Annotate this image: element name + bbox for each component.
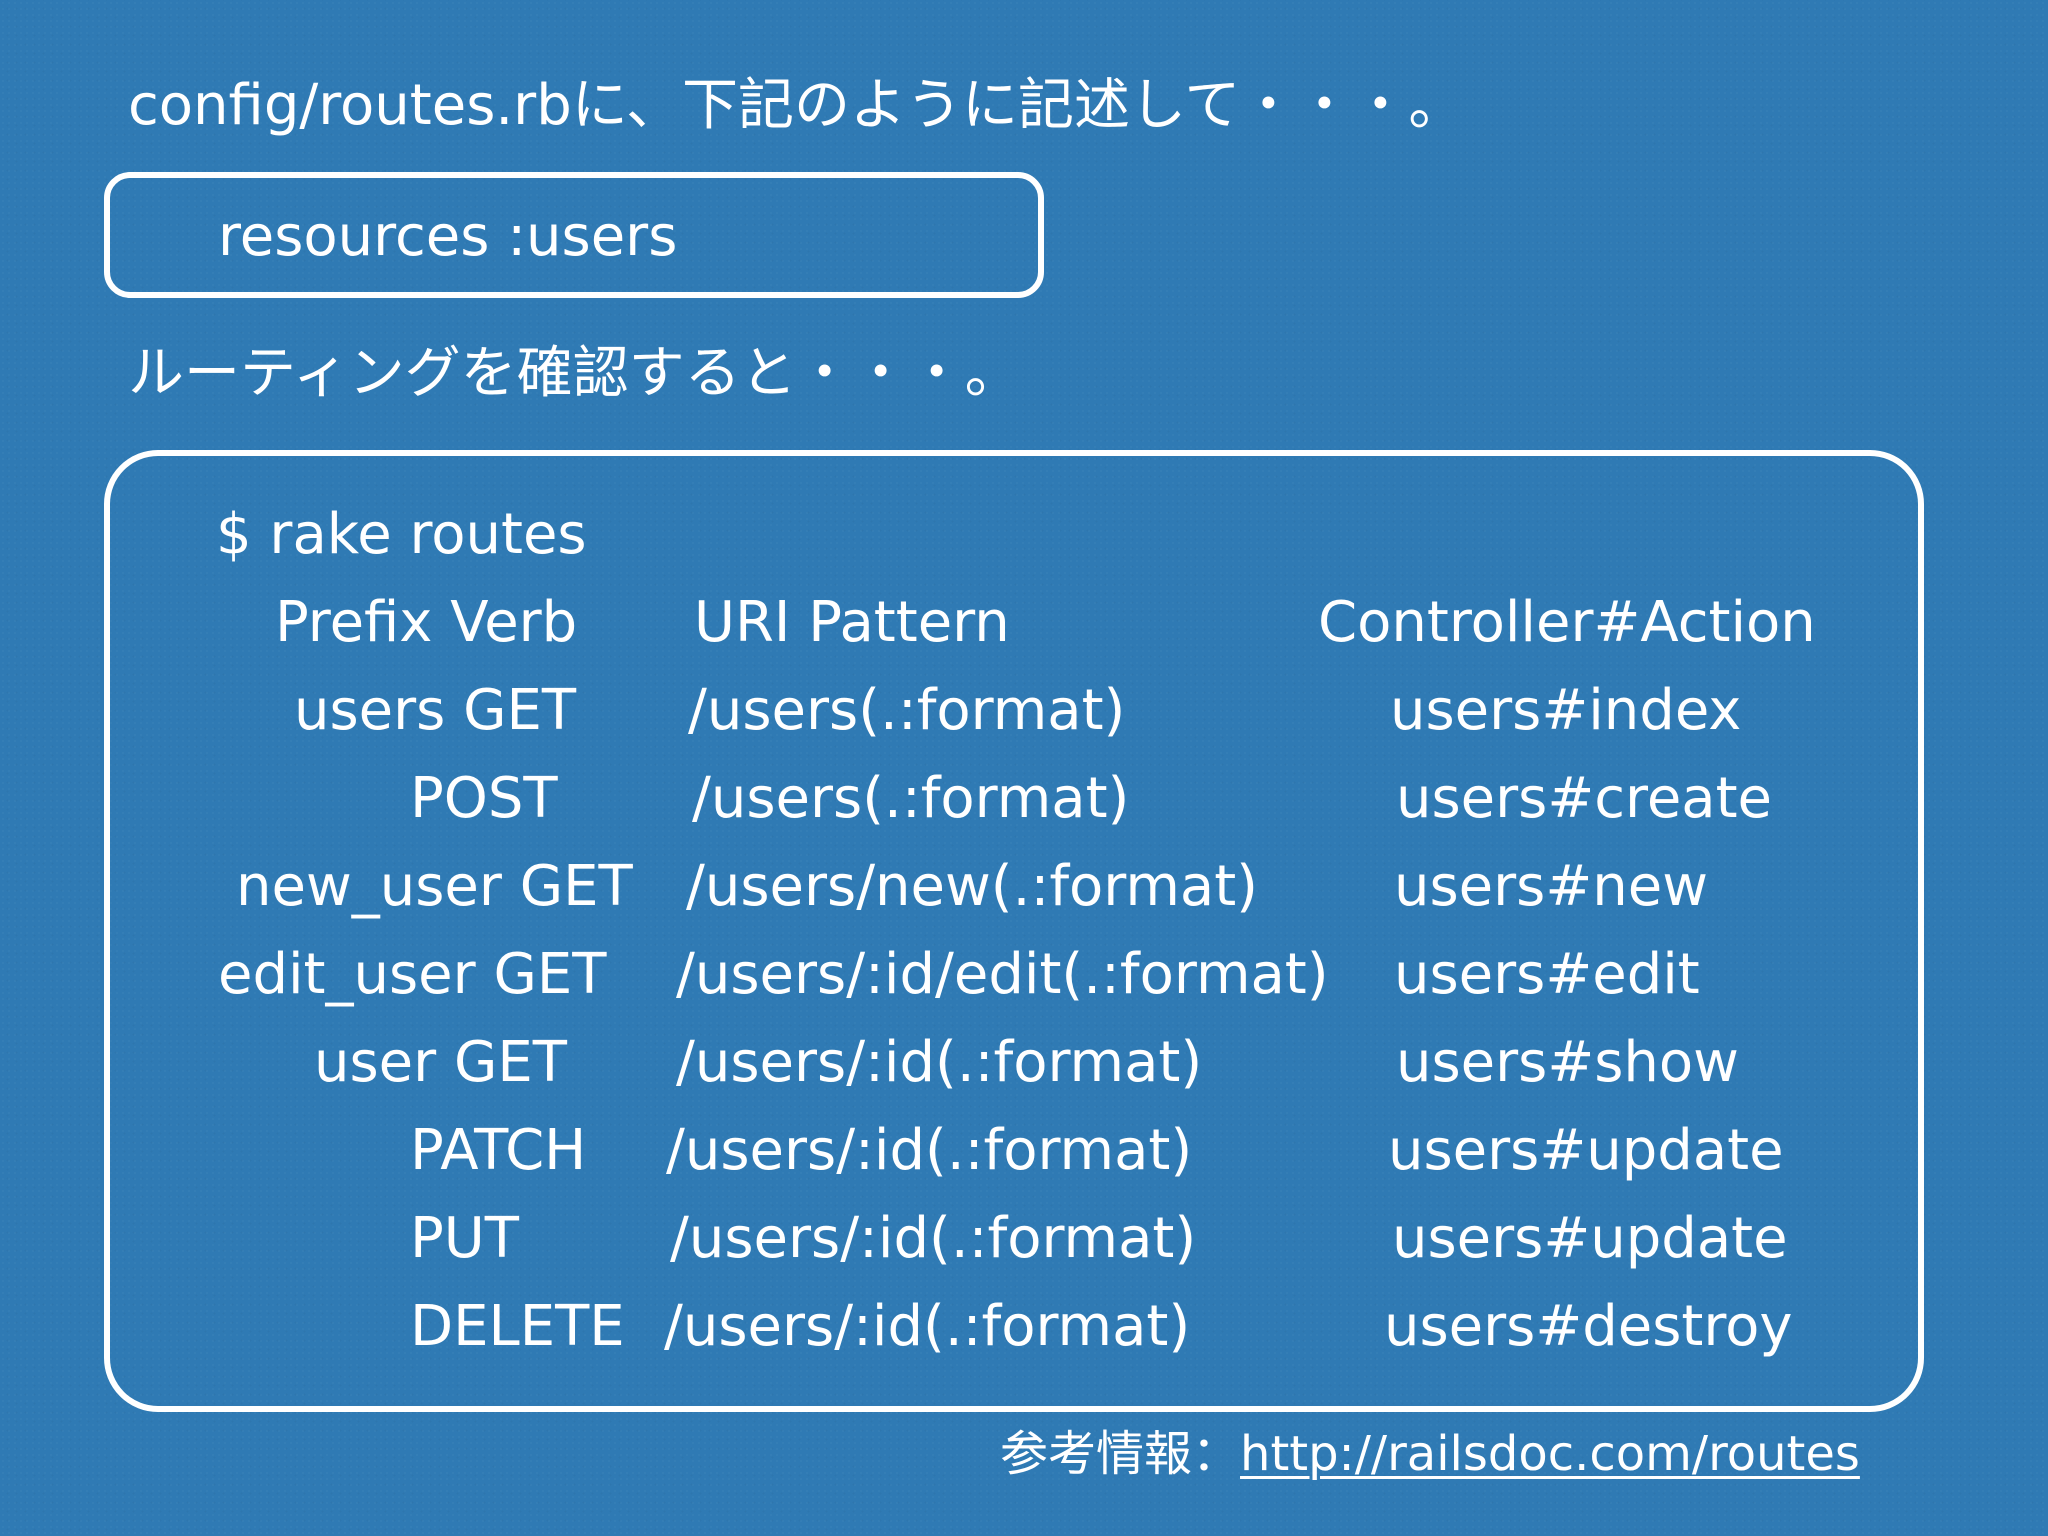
- route-uri: /users/new(.:format): [686, 854, 1259, 919]
- reference-link[interactable]: http://railsdoc.com/routes: [1240, 1426, 1860, 1482]
- route-action: users#destroy: [1384, 1294, 1793, 1359]
- route-prefix-verb: DELETE: [410, 1294, 625, 1359]
- route-uri: /users/:id(.:format): [676, 1030, 1203, 1095]
- route-uri: /users/:id(.:format): [670, 1206, 1197, 1271]
- route-uri: /users/:id/edit(.:format): [676, 942, 1329, 1007]
- routes-header-row: Prefix Verb URI Pattern Controller#Actio…: [110, 588, 1918, 658]
- route-row: user GET /users/:id(.:format) users#show: [110, 1028, 1918, 1098]
- route-action: users#update: [1392, 1206, 1788, 1271]
- route-prefix-verb: edit_user GET: [218, 942, 607, 1007]
- route-row: users GET /users(.:format) users#index: [110, 676, 1918, 746]
- header-uri-pattern: URI Pattern: [694, 590, 1010, 655]
- route-action: users#new: [1394, 854, 1708, 919]
- reference: 参考情報：http://railsdoc.com/routes: [1000, 1424, 1860, 1484]
- route-prefix-verb: new_user GET: [236, 854, 633, 919]
- route-uri: /users/:id(.:format): [666, 1118, 1193, 1183]
- code-snippet: resources :users: [218, 204, 678, 269]
- route-action: users#update: [1388, 1118, 1784, 1183]
- route-row: PATCH /users/:id(.:format) users#update: [110, 1116, 1918, 1186]
- route-uri: /users(.:format): [688, 678, 1126, 743]
- route-uri: /users/:id(.:format): [664, 1294, 1191, 1359]
- route-row: PUT /users/:id(.:format) users#update: [110, 1204, 1918, 1274]
- route-row: new_user GET /users/new(.:format) users#…: [110, 852, 1918, 922]
- routes-box: $ rake routes Prefix Verb URI Pattern Co…: [104, 450, 1924, 1412]
- routing-text: ルーティングを確認すると・・・。: [128, 341, 1021, 406]
- route-action: users#show: [1396, 1030, 1739, 1095]
- header-controller-action: Controller#Action: [1318, 590, 1816, 655]
- command-line: $ rake routes: [216, 502, 587, 567]
- route-prefix-verb: user GET: [314, 1030, 567, 1095]
- intro-text: config/routes.rbに、下記のように記述して・・・。: [128, 73, 1465, 138]
- route-row: DELETE /users/:id(.:format) users#destro…: [110, 1292, 1918, 1362]
- route-uri: /users(.:format): [692, 766, 1130, 831]
- route-prefix-verb: users GET: [294, 678, 577, 743]
- reference-label: 参考情報：: [1000, 1426, 1241, 1482]
- header-prefix-verb: Prefix Verb: [275, 590, 578, 655]
- route-prefix-verb: POST: [410, 766, 558, 831]
- route-row: edit_user GET /users/:id/edit(.:format) …: [110, 940, 1918, 1010]
- route-action: users#create: [1396, 766, 1773, 831]
- route-action: users#index: [1390, 678, 1742, 743]
- route-prefix-verb: PUT: [410, 1206, 519, 1271]
- route-action: users#edit: [1394, 942, 1700, 1007]
- code-box: resources :users: [104, 172, 1044, 298]
- route-prefix-verb: PATCH: [410, 1118, 587, 1183]
- route-row: POST /users(.:format) users#create: [110, 764, 1918, 834]
